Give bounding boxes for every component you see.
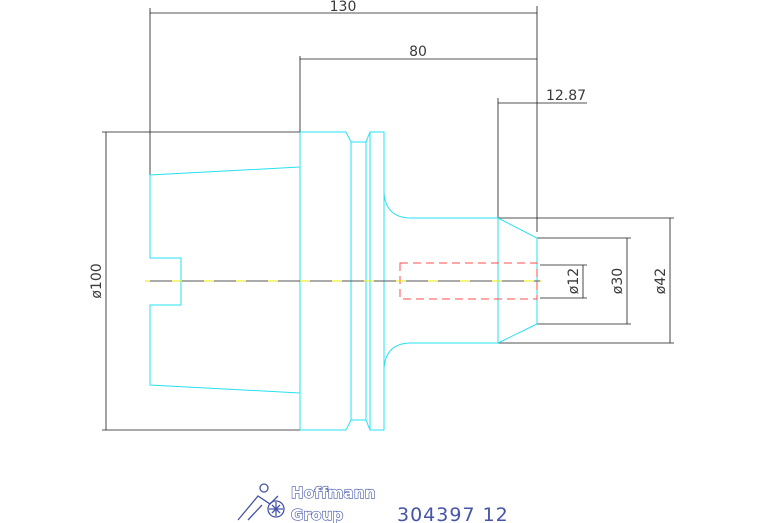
part-number: 304397 12 xyxy=(397,504,509,523)
brand-line-1: Hoffmann xyxy=(291,484,376,502)
dim-80-label: 80 xyxy=(409,44,427,60)
dim-130-label: 130 xyxy=(330,0,357,15)
brand-line-2: Group xyxy=(291,506,343,523)
dim-diameter-30-label: ø30 xyxy=(610,268,626,294)
dimension-lines xyxy=(102,6,674,431)
dim-diameter-12-label: ø12 xyxy=(566,268,582,294)
dim-diameter-42-label: ø42 xyxy=(653,268,669,294)
logo-figure-icon xyxy=(237,483,285,521)
dim-diameter-100-label: ø100 xyxy=(89,263,105,298)
dim-12-87-label: 12.87 xyxy=(546,88,586,104)
hoffmann-group-logo: Hoffmann Group xyxy=(237,483,376,523)
